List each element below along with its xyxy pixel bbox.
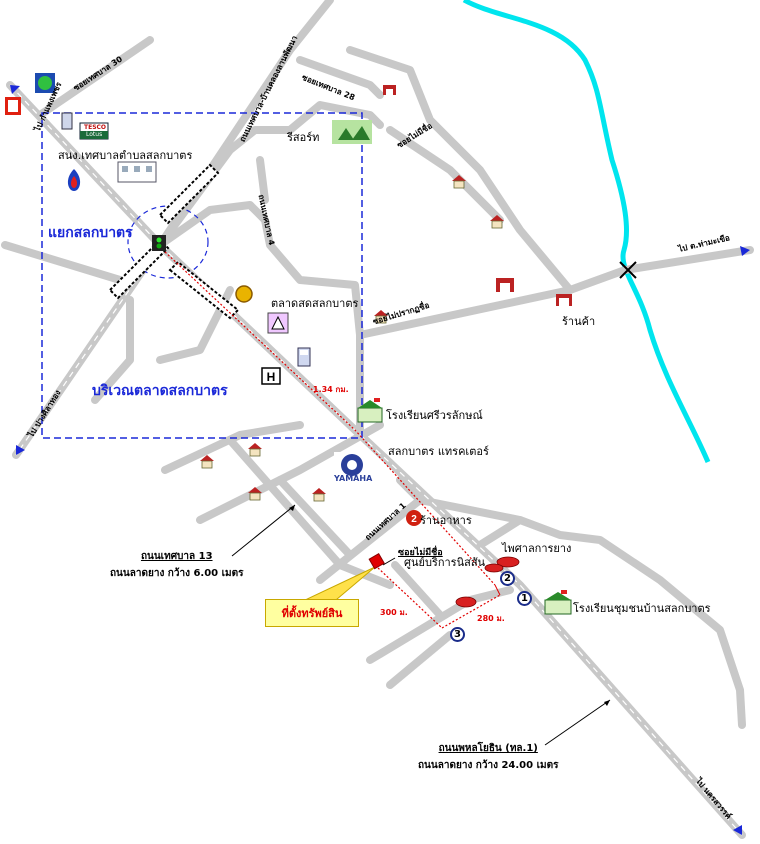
tractor-label: สลกบาตร แทรคเตอร์ [388,445,489,458]
bridge-icon [619,261,637,279]
tesco-lotus-logo [79,122,109,140]
callout-phahon-surface: ถนนลาดยาง กว้าง 24.00 เมตร [418,760,559,771]
marker-1: 1 [517,591,532,606]
restaurant-label: ร้านอาหาร [420,514,472,527]
resort-icon [332,120,372,144]
road-tessaban-13 [196,421,384,524]
shell-icon [5,97,21,115]
school-community-label: โรงเรียนชุมชนบ้านสลกบาตร [573,602,711,615]
bp-icon [35,73,55,93]
callout-tessaban-13-surface: ถนนลาดยาง กว้าง 6.00 เมตร [110,568,244,579]
marker-2: 2 [500,571,515,586]
junction-circle [127,205,209,279]
traffic-light-icon [152,235,166,251]
market-area-label: บริเวณตลาดสลกบาตร [92,383,228,399]
distance-300: 300 ม. [380,608,408,617]
tire-shop-label: ไพศาลการยาง [502,542,572,555]
route-line [164,251,501,629]
school-community-icon [544,590,572,615]
distance-main: 1.34 กม. [313,385,349,394]
junction-label: แยกสลกบาตร [48,225,133,241]
tesco-label: TESCO [84,124,107,131]
service-center-label: ศูนย์บริการนิสสัน [404,556,486,569]
road-tessaban-30 [36,36,154,119]
callout-tessaban-13-name: ถนนเทศบาล 13 [140,551,213,562]
callout-phahon-name: ถนนพหลโยธิน (ทล.1) [438,743,538,754]
office-building-icon [117,161,157,183]
school-icon [357,398,383,423]
callout-phahon: ถนนพหลโยธิน (ทล.1) ถนนลาดยาง กว้าง 24.00… [418,740,558,774]
honda-icon: H [261,367,281,385]
lotus-label: Lotus [86,131,103,138]
svg-text:2: 2 [411,514,417,525]
yamaha-label: YAMAHA [334,474,373,483]
distance-280: 280 ม. [477,614,505,623]
tessaban-office-label: สนง.เทศบาลตำบลสลกบาตร [58,149,193,162]
gas-station-icon [297,347,311,367]
road-soi-mai-plak [356,246,754,339]
property-marker [368,552,385,570]
restaurant-icon: 2 [406,510,422,526]
yamaha-icon [334,452,370,486]
market-zone-boundary [41,112,363,439]
school-sriworalak-label: โรงเรียนศรีวรลักษณ์ [386,409,483,422]
shop-label: ร้านค้า [562,315,596,328]
road-tessaban-4 [156,201,364,434]
river [462,0,711,463]
car-icons [455,556,520,608]
ptt-icon [67,169,81,191]
callout-soi-unnamed: ซอยไม่มีชื่อ [398,548,443,558]
house-icons [200,85,572,502]
direction-arrows [10,85,750,835]
road-tessaban-1 [366,586,514,664]
leader-lines [231,504,611,746]
callout-tessaban-13: ถนนเทศบาล 13 ถนนลาดยาง กว้าง 6.00 เมตร [110,548,243,582]
property-location-label: ที่ตั้งทรัพย์สิน [265,599,359,627]
highway-phahon [6,81,746,839]
pump-icon [61,112,73,130]
bank-icon [235,285,253,303]
svg-text:H: H [267,370,276,384]
market-label: ตลาดสดสลกบาตร [271,297,359,310]
marker-3: 3 [450,627,465,642]
resort-label: รีสอร์ท [287,131,320,144]
market-icon [267,312,289,334]
